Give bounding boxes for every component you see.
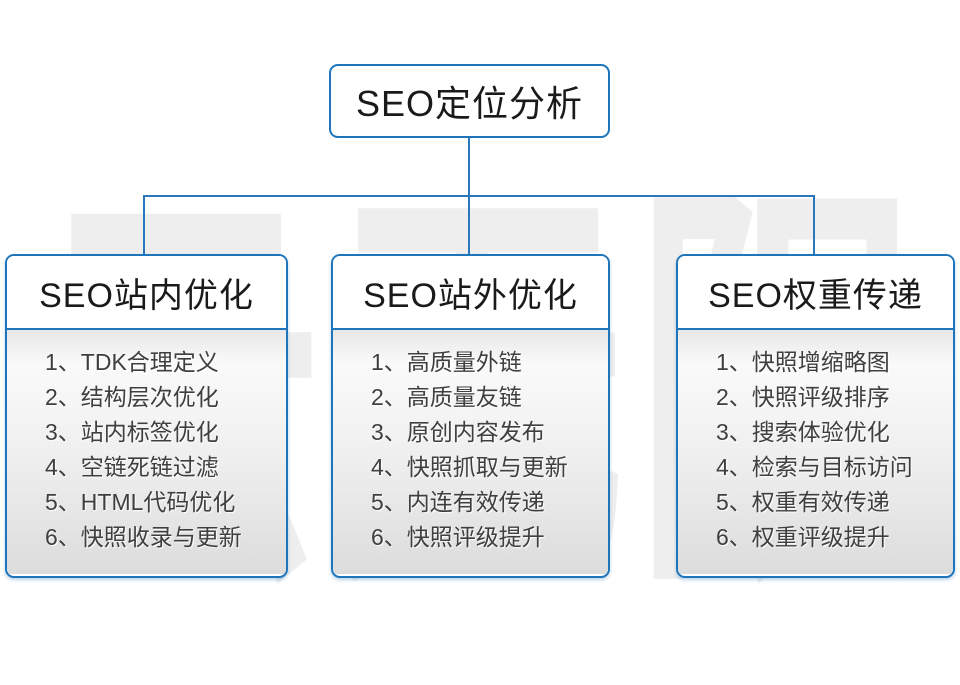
list-item: 6、快照收录与更新 xyxy=(45,524,242,550)
list-item: 6、快照评级提升 xyxy=(371,524,545,550)
list-item: 3、搜索体验优化 xyxy=(716,419,890,445)
branch-column-offsite: SEO站外优化 1、高质量外链 2、高质量友链 3、原创内容发布 4、快照抓取与… xyxy=(331,254,610,578)
list-item: 4、空链死链过滤 xyxy=(45,454,219,480)
root-node-label: SEO定位分析 xyxy=(355,83,584,124)
list-item: 5、HTML代码优化 xyxy=(45,489,236,515)
branch-header-offsite: SEO站外优化 xyxy=(333,256,608,330)
connector-branch-3 xyxy=(813,195,815,255)
branch-list-offsite: 1、高质量外链 2、高质量友链 3、原创内容发布 4、快照抓取与更新 5、内连有… xyxy=(333,330,608,574)
list-item: 2、快照评级排序 xyxy=(716,384,890,410)
root-node: SEO定位分析 xyxy=(329,64,610,138)
connector-branch-1 xyxy=(143,195,145,255)
list-item: 1、TDK合理定义 xyxy=(45,349,219,375)
branch-column-weight: SEO权重传递 1、快照增缩略图 2、快照评级排序 3、搜索体验优化 4、检索与… xyxy=(676,254,955,578)
branch-list-weight: 1、快照增缩略图 2、快照评级排序 3、搜索体验优化 4、检索与目标访问 5、权… xyxy=(678,330,953,574)
list-item: 6、权重评级提升 xyxy=(716,524,890,550)
list-item: 3、站内标签优化 xyxy=(45,419,219,445)
list-item: 1、高质量外链 xyxy=(371,349,522,375)
branch-header-weight: SEO权重传递 xyxy=(678,256,953,330)
branch-header-label: SEO站外优化 xyxy=(363,276,578,315)
branch-list-onsite: 1、TDK合理定义 2、结构层次优化 3、站内标签优化 4、空链死链过滤 5、H… xyxy=(7,330,286,574)
list-item: 4、检索与目标访问 xyxy=(716,454,913,480)
list-item: 3、原创内容发布 xyxy=(371,419,545,445)
seo-diagram: 云无限 SEO定位分析 SEO站内优化 1、TDK合理定义 2、结构层次优化 3… xyxy=(5,64,955,629)
connector-horizontal xyxy=(143,195,815,197)
list-item: 2、结构层次优化 xyxy=(45,384,219,410)
branch-column-onsite: SEO站内优化 1、TDK合理定义 2、结构层次优化 3、站内标签优化 4、空链… xyxy=(5,254,288,578)
connector-root-drop xyxy=(468,138,470,196)
list-item: 1、快照增缩略图 xyxy=(716,349,890,375)
list-item: 2、高质量友链 xyxy=(371,384,522,410)
list-item: 4、快照抓取与更新 xyxy=(371,454,568,480)
branch-header-label: SEO权重传递 xyxy=(708,276,923,315)
list-item: 5、权重有效传递 xyxy=(716,489,890,515)
branch-header-onsite: SEO站内优化 xyxy=(7,256,286,330)
list-item: 5、内连有效传递 xyxy=(371,489,545,515)
connector-branch-2 xyxy=(468,195,470,255)
branch-header-label: SEO站内优化 xyxy=(39,276,254,315)
